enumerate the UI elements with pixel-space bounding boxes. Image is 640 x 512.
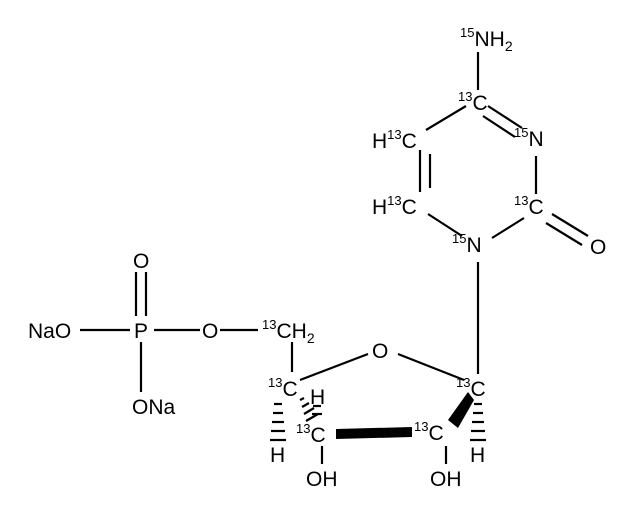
bond-c2-o-second: [545, 222, 583, 246]
bond-c4-n3-second: [482, 115, 516, 138]
c5-label: H13C: [372, 127, 417, 153]
c5prime-label: 13CH2: [262, 317, 315, 346]
c2prime-label: 13C: [414, 419, 444, 445]
carbonyl-o-label: O: [590, 236, 606, 259]
bonds: [80, 52, 589, 464]
c6-label: H13C: [372, 193, 417, 219]
wedge-bond-c3prime-c2prime: [336, 427, 412, 439]
hashed-bond-c3prime-h: [312, 404, 322, 416]
hashed-bond-c1prime-h: [470, 402, 486, 442]
oh3prime-label: OH: [306, 468, 338, 491]
hashed-bond-c4prime-c3prime: [299, 397, 319, 422]
phosphate-o-label: O: [133, 250, 149, 273]
hashed-bond-c4prime-h: [270, 402, 286, 442]
ester-o-label: O: [202, 320, 218, 343]
bond-c4-n3: [487, 105, 523, 129]
c3prime-label: 13C: [296, 421, 326, 447]
nao-left-label: NaO: [28, 320, 71, 343]
amine-label: 15NH2: [460, 25, 513, 54]
bond-c6-n1: [427, 213, 463, 237]
c2-label: 13C: [514, 193, 544, 219]
h3prime-label: H: [310, 386, 325, 409]
nao-bottom-label: ONa: [132, 396, 176, 419]
c4-label: 13C: [458, 89, 488, 115]
c1prime-label: 13C: [456, 375, 486, 401]
bond-n1-c2: [491, 217, 525, 239]
bond-ring-o-c1prime: [397, 352, 465, 382]
ring-o-label: O: [372, 340, 388, 363]
wedge-bond-c2prime-c1prime: [448, 392, 474, 428]
bond-c2-o: [551, 213, 589, 237]
n1-label: 15N: [452, 231, 482, 257]
c4prime-label: 13C: [268, 375, 298, 401]
h4prime-label: H: [270, 444, 285, 467]
h1prime-label: H: [470, 444, 485, 467]
bond-c4-c5: [425, 105, 467, 131]
atom-labels: 15NH2 13C 15N H13C H13C 13C O 15N O NaO: [28, 25, 606, 491]
phosphorus-label: P: [134, 320, 148, 343]
oh2prime-label: OH: [430, 468, 462, 491]
n3-label: 15N: [514, 125, 544, 151]
bond-c4prime-ring-o: [299, 352, 369, 382]
